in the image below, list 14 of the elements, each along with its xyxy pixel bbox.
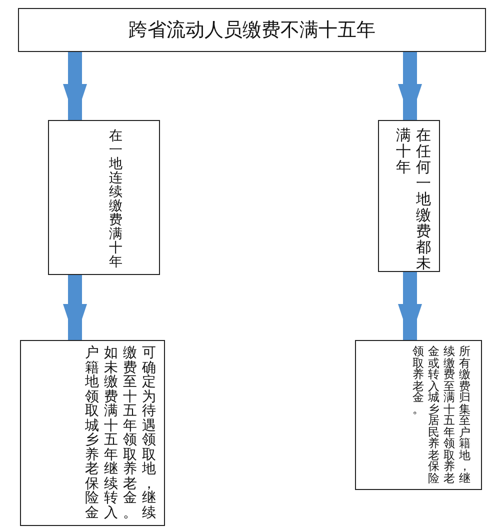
title-text: 跨省流动人员缴费不满十五年 bbox=[128, 18, 376, 43]
vertical-text: 可确定为待遇领取地，继续缴费至十五年领取养老金。如未缴费满十五年继续转入户籍地领取城乡养老保险金 bbox=[85, 346, 156, 520]
vertical-text: 在一地连续缴费满十年 bbox=[110, 129, 123, 269]
vertical-text: 所有缴费归集至户籍地，继续缴费至满十五年领取养老金或转入城乡居民养老保险领取养老金。 bbox=[413, 346, 471, 484]
vertical-text: 在任何一地缴费都未满十年 bbox=[396, 127, 431, 271]
block-arrow bbox=[63, 52, 87, 120]
text-box bbox=[48, 120, 160, 275]
text-box bbox=[20, 340, 165, 526]
block-arrow bbox=[398, 272, 422, 340]
text-box bbox=[378, 120, 440, 272]
text-box bbox=[355, 340, 482, 490]
block-arrow bbox=[398, 52, 422, 120]
block-arrow bbox=[63, 275, 87, 340]
title-box bbox=[18, 8, 486, 52]
